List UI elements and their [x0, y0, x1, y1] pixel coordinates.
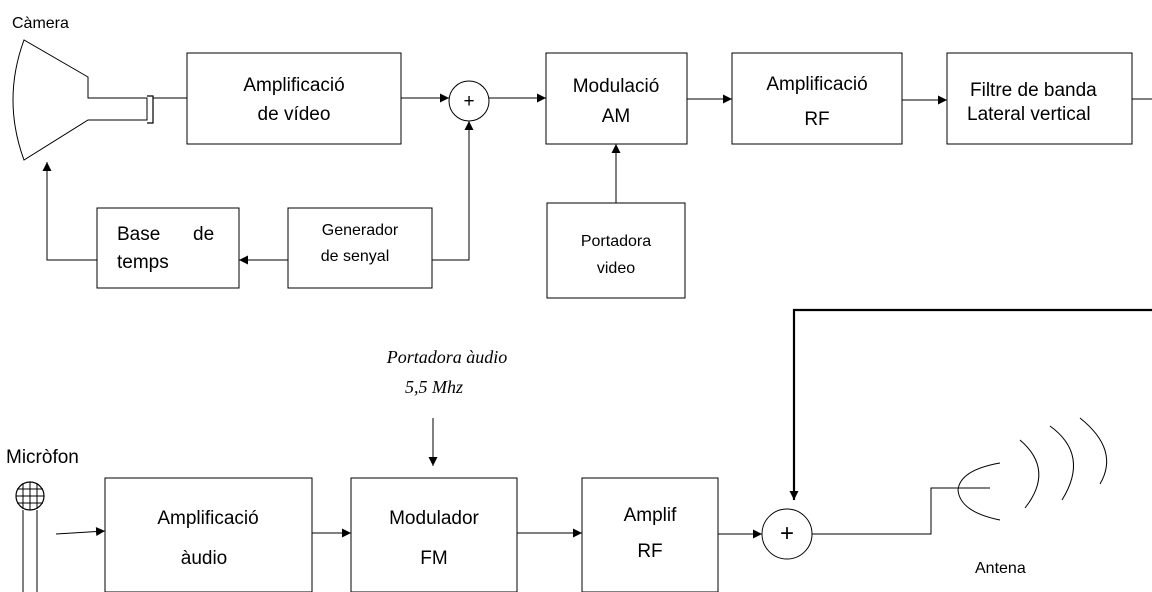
- camera-label: Càmera: [12, 15, 69, 32]
- video-summer-symbol: +: [463, 91, 474, 112]
- sync-gen-line1: Generador: [322, 222, 399, 239]
- sync-gen-line2: de senyal: [321, 248, 390, 265]
- antenna-wave-icon-3: [1079, 417, 1108, 485]
- rf-amplification-block: Amplificació RF: [731, 52, 903, 145]
- sync-generator-block: Generador de senyal: [287, 207, 433, 289]
- antenna-wave-icon-1: [1019, 439, 1040, 509]
- vsb-filter-line1: Filtre de banda: [970, 80, 1097, 101]
- vsb-filter-block: Filtre de banda Lateral vertical: [946, 52, 1133, 145]
- rf-amp-line1: Amplificació: [766, 74, 867, 95]
- time-base-block: Base de temps: [96, 207, 240, 289]
- time-base-line2: temps: [117, 252, 169, 273]
- video-summer-node: +: [448, 80, 490, 122]
- antenna-wave-icon-2: [1049, 425, 1075, 501]
- am-mod-line2: AM: [602, 106, 631, 127]
- audio-rf-line2: RF: [637, 541, 662, 562]
- camera-lens-icon: [147, 95, 154, 124]
- fm-mod-line2: FM: [420, 548, 447, 569]
- time-base-word-de: de: [193, 224, 214, 245]
- rf-amp-line2: RF: [804, 109, 829, 130]
- microphone-icon: [15, 481, 45, 592]
- wire-sync-gen-to-summer: [432, 121, 474, 261]
- time-base-word-base: Base: [117, 224, 160, 245]
- am-mod-line1: Modulació: [573, 76, 660, 97]
- video-amp-line1: Amplificació: [243, 75, 344, 96]
- wire-mic-to-audio-amp: [55, 527, 106, 537]
- audio-rf-line1: Amplif: [624, 505, 678, 526]
- output-summer-symbol: +: [780, 520, 794, 547]
- wire-summer-to-antenna: [812, 487, 990, 535]
- audio-carrier-line1: Portadora àudio: [386, 347, 508, 367]
- microphone-label: Micròfon: [6, 447, 79, 468]
- video-carrier-line1: Portadora: [581, 233, 651, 250]
- fm-modulator-block: Modulador FM: [350, 477, 518, 592]
- audio-amp-line1: Amplificació: [157, 508, 258, 529]
- video-carrier-line2: video: [597, 260, 635, 277]
- wire-time-base-to-camera: [42, 162, 97, 261]
- audio-amp-line2: àudio: [181, 548, 228, 569]
- audio-amplification-block: Amplificació àudio: [104, 477, 313, 592]
- fm-mod-line1: Modulador: [389, 508, 479, 529]
- wire-video-feed-to-output-summer: [789, 308, 1152, 500]
- vsb-filter-line2: Lateral vertical: [967, 104, 1091, 125]
- video-carrier-block: Portadora video: [546, 202, 686, 299]
- video-amplification-block: Amplificació de vídeo: [186, 52, 402, 145]
- video-amp-line2: de vídeo: [258, 104, 331, 125]
- antenna-dish-icon: [957, 462, 1001, 521]
- audio-rf-amp-block: Amplif RF: [581, 477, 719, 592]
- camera-tube-icon: [12, 39, 148, 161]
- antenna-label: Antena: [975, 560, 1026, 577]
- audio-carrier-line2: 5,5 Mhz: [405, 377, 463, 397]
- am-modulation-block: Modulació AM: [545, 52, 688, 145]
- output-summer-node: +: [761, 508, 813, 560]
